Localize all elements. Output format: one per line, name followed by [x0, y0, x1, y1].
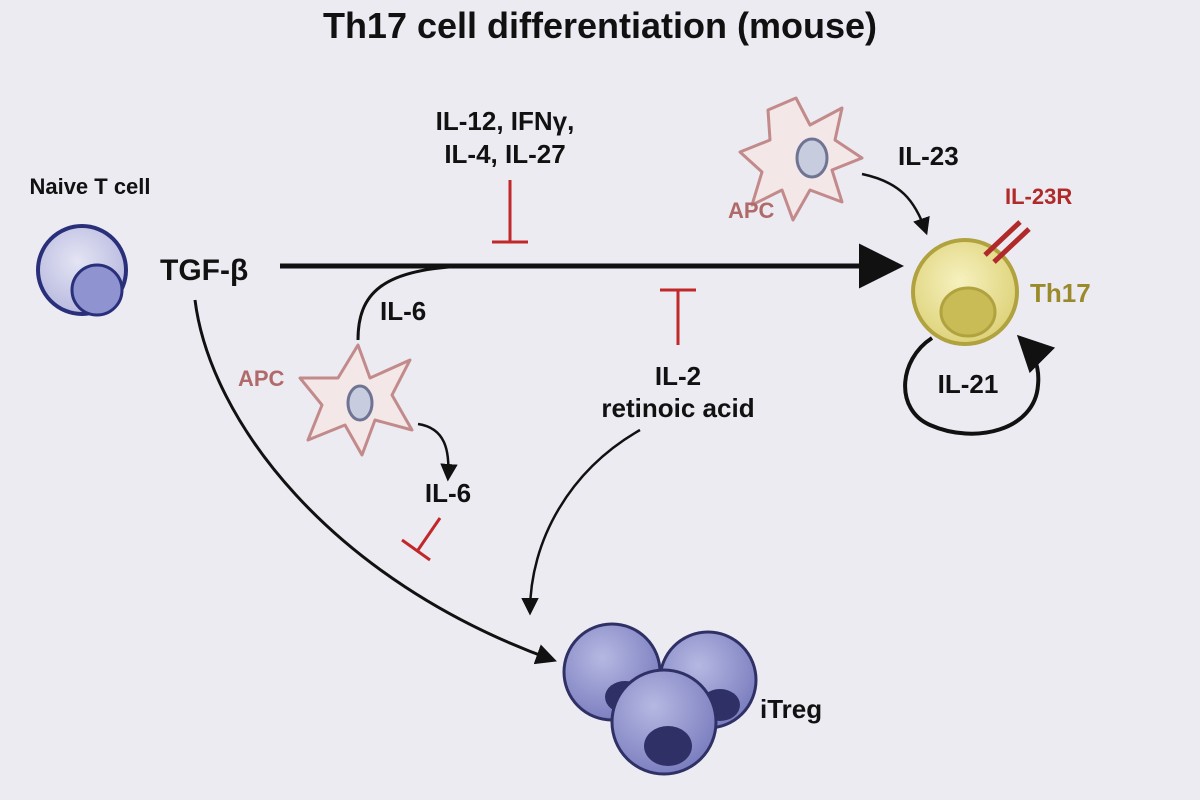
apc-top-label: APC [728, 198, 775, 223]
il23r-receptor [983, 220, 1031, 264]
il23-label: IL-23 [898, 141, 959, 171]
retinoic-acid-label: retinoic acid [601, 393, 754, 423]
inhibit-itreg-bar [401, 517, 442, 562]
apc-left-label: APC [238, 366, 285, 391]
il6-upper-label: IL-6 [380, 296, 426, 326]
il21-label: IL-21 [938, 369, 999, 399]
th17-cell-nucleus [939, 286, 997, 338]
il6-lower-label: IL-6 [425, 478, 471, 508]
inhibitors-line1: IL-12, IFNγ, [436, 106, 575, 136]
itreg-cells [562, 622, 758, 776]
il23-to-th17-arrow [861, 172, 930, 236]
tgf-to-itreg-arrow [193, 299, 557, 665]
il2-label: IL-2 [655, 361, 701, 391]
naive-t-cell [36, 224, 128, 317]
inhibit-upper-bar [492, 180, 528, 244]
naive-cell-nucleus [70, 263, 124, 317]
th17-cell [911, 238, 1019, 346]
ra-to-itreg-arrow [521, 428, 641, 616]
inhibit-il2-bar [660, 288, 696, 345]
apc-to-il6-arrow [417, 422, 458, 482]
th17-label: Th17 [1030, 278, 1091, 308]
il23r-label: IL-23R [1005, 184, 1072, 209]
naive-t-cell-label: Naive T cell [29, 174, 150, 199]
apc-left-cell [298, 343, 414, 457]
tgf-beta-label: TGF-β [160, 254, 248, 287]
il6-join-curve [356, 264, 471, 341]
il21-loop-arrow [903, 334, 1056, 436]
itreg-cell-front [610, 668, 718, 776]
apc-top-cell [738, 96, 864, 222]
itreg-label: iTreg [760, 694, 822, 724]
inhibitors-line2: IL-4, IL-27 [444, 139, 565, 169]
page-title: Th17 cell differentiation (mouse) [323, 5, 877, 46]
